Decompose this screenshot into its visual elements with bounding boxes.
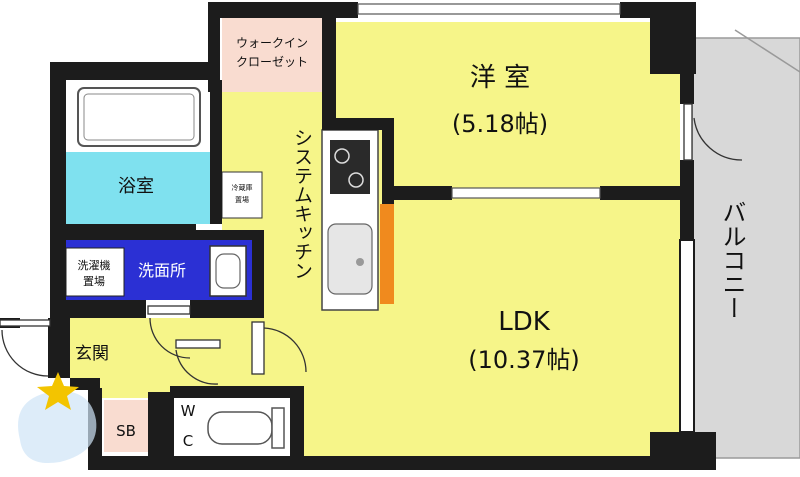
- western-room-name: 洋 室: [470, 63, 530, 93]
- toilet-label: W C: [181, 402, 196, 450]
- shoe-box-label: SB: [116, 422, 136, 440]
- washer-line2: 置場: [83, 275, 105, 288]
- wall: [148, 392, 174, 458]
- burner-icon: [348, 172, 364, 188]
- windows: [357, 3, 621, 199]
- hall-door: [251, 321, 265, 375]
- bathtub-inner: [83, 93, 195, 141]
- window-wall: [679, 239, 695, 433]
- ldk-name: LDK: [498, 307, 551, 337]
- western-room-size: (5.18帖): [452, 110, 548, 138]
- walkin-closet-area: [222, 18, 322, 92]
- fridge-line2: 置場: [235, 195, 249, 204]
- wall: [252, 230, 264, 300]
- drain-icon: [356, 258, 364, 266]
- washbasin-bowl: [215, 253, 241, 289]
- window: [451, 187, 601, 199]
- washer-space: [65, 247, 125, 297]
- balcony-door: [683, 103, 693, 161]
- wall: [88, 456, 658, 470]
- fridge-label: 冷蔵庫 置場: [232, 183, 253, 204]
- fridge-line1: 冷蔵庫: [232, 183, 253, 192]
- wall: [210, 80, 222, 224]
- wall: [650, 432, 716, 470]
- toilet-door: [175, 339, 221, 349]
- fridge-space: [221, 171, 263, 219]
- shoe-box: [104, 400, 148, 452]
- toilet-door-swing: [175, 349, 219, 385]
- wall: [196, 230, 264, 240]
- counter-accent: [380, 204, 394, 304]
- wall: [50, 62, 66, 320]
- washroom-label: 洗面所: [138, 261, 186, 280]
- window: [357, 3, 621, 15]
- kitchen-label: システムキッチン: [291, 128, 313, 280]
- star-logo: [18, 372, 97, 464]
- wall: [170, 386, 302, 398]
- toilet-line1: W: [181, 402, 196, 420]
- bath-area: [66, 152, 210, 224]
- ldk-size: (10.37帖): [468, 346, 579, 374]
- toilet-tank: [271, 407, 285, 449]
- bath-label: 浴室: [118, 176, 154, 197]
- star-icon: [37, 372, 79, 410]
- walls: [0, 2, 716, 470]
- toilet-line2: C: [183, 432, 193, 450]
- bathtub: [77, 87, 201, 147]
- wall: [382, 186, 452, 200]
- washroom-door: [147, 305, 191, 315]
- burner-icon: [334, 148, 350, 164]
- hall-door-swing: [263, 327, 307, 373]
- washer-line1: 洗濯機: [78, 258, 111, 272]
- wall: [322, 18, 336, 118]
- wall: [48, 318, 70, 378]
- washer-label: 洗濯機 置場: [78, 258, 111, 288]
- entrance-door: [0, 319, 51, 327]
- logo-swoosh: [18, 391, 97, 464]
- balcony-label: バルコニー: [718, 200, 746, 320]
- entrance-door-swing: [1, 329, 49, 377]
- sink: [327, 223, 373, 295]
- wall: [190, 300, 264, 318]
- wall: [600, 186, 692, 200]
- cooktop: [330, 140, 370, 194]
- balcony-area: [691, 37, 800, 459]
- walkin-closet-line2: クローゼット: [236, 55, 308, 69]
- balcony-edge: [734, 29, 800, 73]
- wall: [208, 2, 358, 18]
- wall: [322, 118, 394, 130]
- wall: [382, 130, 394, 204]
- balcony-door-swing: [693, 117, 743, 161]
- wall: [50, 62, 216, 80]
- washroom-door-swing: [149, 317, 191, 359]
- wall: [680, 62, 694, 104]
- wall: [66, 300, 146, 318]
- walkin-closet-line1: ウォークイン: [236, 36, 308, 50]
- toilet-bowl: [207, 411, 273, 445]
- walkin-closet-label: ウォークイン クローゼット: [236, 36, 308, 69]
- entrance-label: 玄関: [75, 344, 109, 364]
- wall: [290, 386, 304, 458]
- balcony: [691, 29, 800, 459]
- wall: [66, 224, 196, 240]
- doors: [0, 103, 743, 385]
